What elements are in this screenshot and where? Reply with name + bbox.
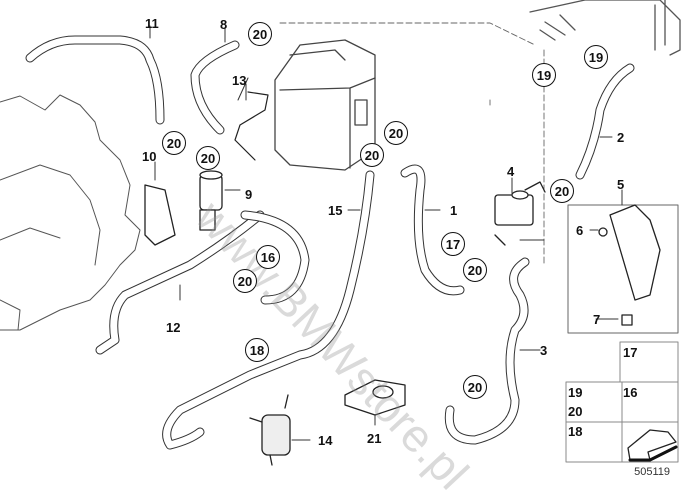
diagram-reference-number: 505119	[634, 466, 670, 478]
part-label-5[interactable]: 5	[617, 177, 625, 192]
part-label-8[interactable]: 8	[220, 17, 228, 32]
part-label-14[interactable]: 14	[318, 433, 333, 448]
circled-label-18[interactable]: 18	[245, 338, 269, 362]
part-label-9[interactable]: 9	[245, 187, 253, 202]
circled-label-20[interactable]: 20	[162, 131, 186, 155]
part-label-7[interactable]: 7	[593, 312, 601, 327]
clamp-legend-grid	[565, 341, 679, 463]
part-label-12[interactable]: 12	[166, 320, 181, 335]
part-label-1[interactable]: 1	[450, 203, 458, 218]
parts-diagram	[0, 0, 681, 466]
bracket-10	[144, 184, 176, 246]
valve-4	[494, 181, 546, 246]
part-label-11[interactable]: 11	[145, 16, 159, 31]
circled-label-20[interactable]: 20	[233, 269, 257, 293]
kit-box-5	[567, 204, 679, 334]
part-label-10[interactable]: 10	[142, 149, 157, 164]
arrow-icon	[627, 429, 677, 461]
part-label-13[interactable]: 13	[232, 73, 247, 88]
circled-label-19[interactable]: 19	[584, 45, 608, 69]
hose-1	[400, 164, 465, 296]
legend-label-16: 16	[623, 385, 638, 400]
circled-label-20[interactable]: 20	[384, 121, 408, 145]
pump-14	[249, 394, 291, 466]
legend-label-17: 17	[623, 345, 638, 360]
circled-label-20[interactable]: 20	[360, 143, 384, 167]
part-label-4[interactable]: 4	[507, 164, 515, 179]
part-label-3[interactable]: 3	[540, 343, 548, 358]
hose-11	[25, 35, 165, 125]
legend-label-20: 20	[568, 404, 583, 419]
bracket-21	[344, 379, 406, 416]
valve-9	[199, 170, 223, 231]
circled-label-19[interactable]: 19	[532, 63, 556, 87]
engine-block	[0, 94, 141, 331]
legend-label-18: 18	[568, 424, 583, 439]
circled-label-20[interactable]: 20	[248, 22, 272, 46]
part-label-21[interactable]: 21	[367, 431, 382, 446]
wire-13	[234, 91, 269, 161]
heater-core	[529, 0, 681, 56]
circled-label-20[interactable]: 20	[550, 179, 574, 203]
part-label-15[interactable]: 15	[328, 203, 343, 218]
circled-label-17[interactable]: 17	[441, 232, 465, 256]
circled-label-20[interactable]: 20	[463, 375, 487, 399]
part-label-2[interactable]: 2	[617, 130, 625, 145]
legend-label-19: 19	[568, 385, 583, 400]
circled-label-16[interactable]: 16	[256, 245, 280, 269]
part-label-6[interactable]: 6	[576, 223, 584, 238]
circled-label-20[interactable]: 20	[463, 258, 487, 282]
circled-label-20[interactable]: 20	[196, 146, 220, 170]
